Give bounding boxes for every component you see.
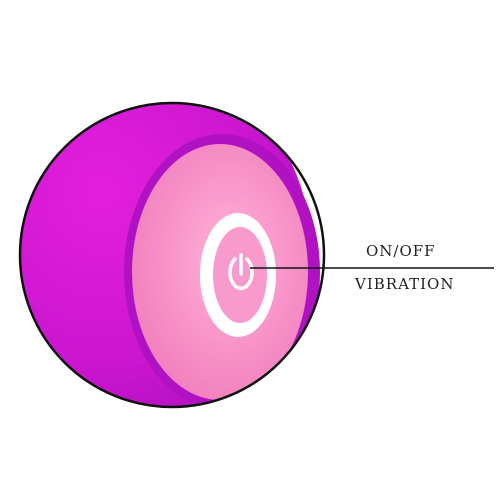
- callout-label-vibration: VIBRATION: [355, 275, 455, 293]
- magnified-product: [20, 103, 324, 407]
- magnifier-outline: [18, 101, 326, 409]
- callout-label-onoff: ON/OFF: [366, 242, 436, 260]
